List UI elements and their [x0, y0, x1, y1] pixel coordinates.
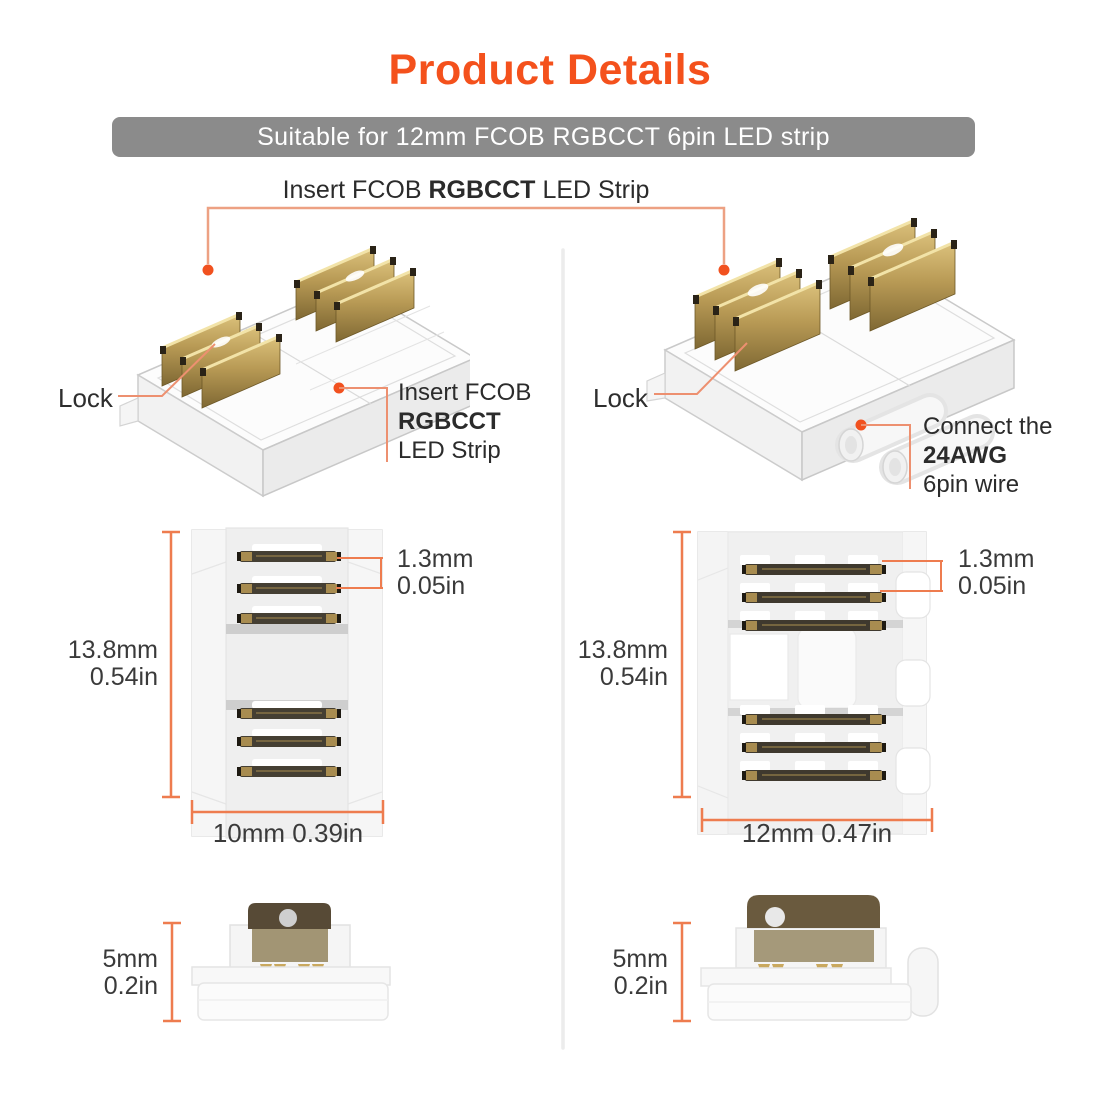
left-note-line3: LED Strip	[398, 437, 501, 464]
left-pitch-mm: 1.3mm	[397, 545, 474, 573]
left-thickness-mm: 5mm	[102, 945, 158, 973]
left-pitch-in: 0.05in	[397, 572, 466, 600]
right-note-line2: 24AWG	[923, 442, 1008, 469]
right-height-dimension: 13.8mm 0.54in	[568, 637, 668, 691]
right-height-mm: 13.8mm	[577, 636, 668, 664]
insert-strip-callout-pre: Insert FCOB	[282, 176, 422, 204]
pin-slots	[237, 544, 341, 777]
left-height-dim-line	[162, 530, 180, 799]
gold-pins	[693, 218, 957, 372]
pin-slots	[740, 555, 886, 781]
right-height-in: 0.54in	[599, 663, 668, 691]
right-width-dimension: 12mm 0.47in	[741, 818, 893, 848]
left-sideview-diagram	[191, 903, 391, 1021]
insert-strip-callout-post: LED Strip	[542, 176, 650, 204]
insert-strip-callout-bold: RGBCCT	[428, 176, 536, 204]
right-thickness-in: 0.2in	[613, 972, 668, 1000]
left-lock-label: Lock	[58, 383, 113, 413]
left-height-dimension: 13.8mm 0.54in	[58, 637, 158, 691]
left-thickness-in: 0.2in	[103, 972, 158, 1000]
page-title: Product Details	[388, 46, 712, 94]
left-connector-illustration	[119, 246, 470, 498]
right-note-line3: 6pin wire	[923, 471, 1020, 498]
right-thickness-dimension: 5mm 0.2in	[568, 946, 668, 1000]
right-pitch-dimension: 1.3mm 0.05in	[958, 546, 1034, 600]
suitability-banner: Suitable for 12mm FCOB RGBCCT 6pin LED s…	[112, 117, 975, 157]
right-note-line1: Connect the	[923, 413, 1053, 440]
right-pitch-mm: 1.3mm	[958, 545, 1035, 573]
right-sideview-diagram	[700, 895, 939, 1021]
right-height-dim-line	[673, 530, 691, 799]
right-topview-diagram	[697, 531, 931, 835]
right-lock-label: Lock	[593, 383, 648, 413]
left-note-line1: Insert FCOB	[398, 379, 532, 406]
left-connector-note: Insert FCOB RGBCCT LED Strip	[398, 378, 531, 465]
right-connector-note: Connect the 24AWG 6pin wire	[923, 412, 1052, 499]
left-note-line2: RGBCCT	[398, 408, 501, 435]
left-thickness-dimension: 5mm 0.2in	[58, 946, 158, 1000]
right-thickness-mm: 5mm	[612, 945, 668, 973]
left-height-mm: 13.8mm	[67, 636, 158, 664]
left-width-dimension: 10mm 0.39in	[212, 818, 364, 848]
right-pitch-in: 0.05in	[958, 572, 1027, 600]
left-topview-diagram	[191, 527, 383, 839]
left-thickness-dim-line	[163, 921, 181, 1023]
left-pitch-dimension: 1.3mm 0.05in	[397, 546, 473, 600]
left-height-in: 0.54in	[89, 663, 158, 691]
